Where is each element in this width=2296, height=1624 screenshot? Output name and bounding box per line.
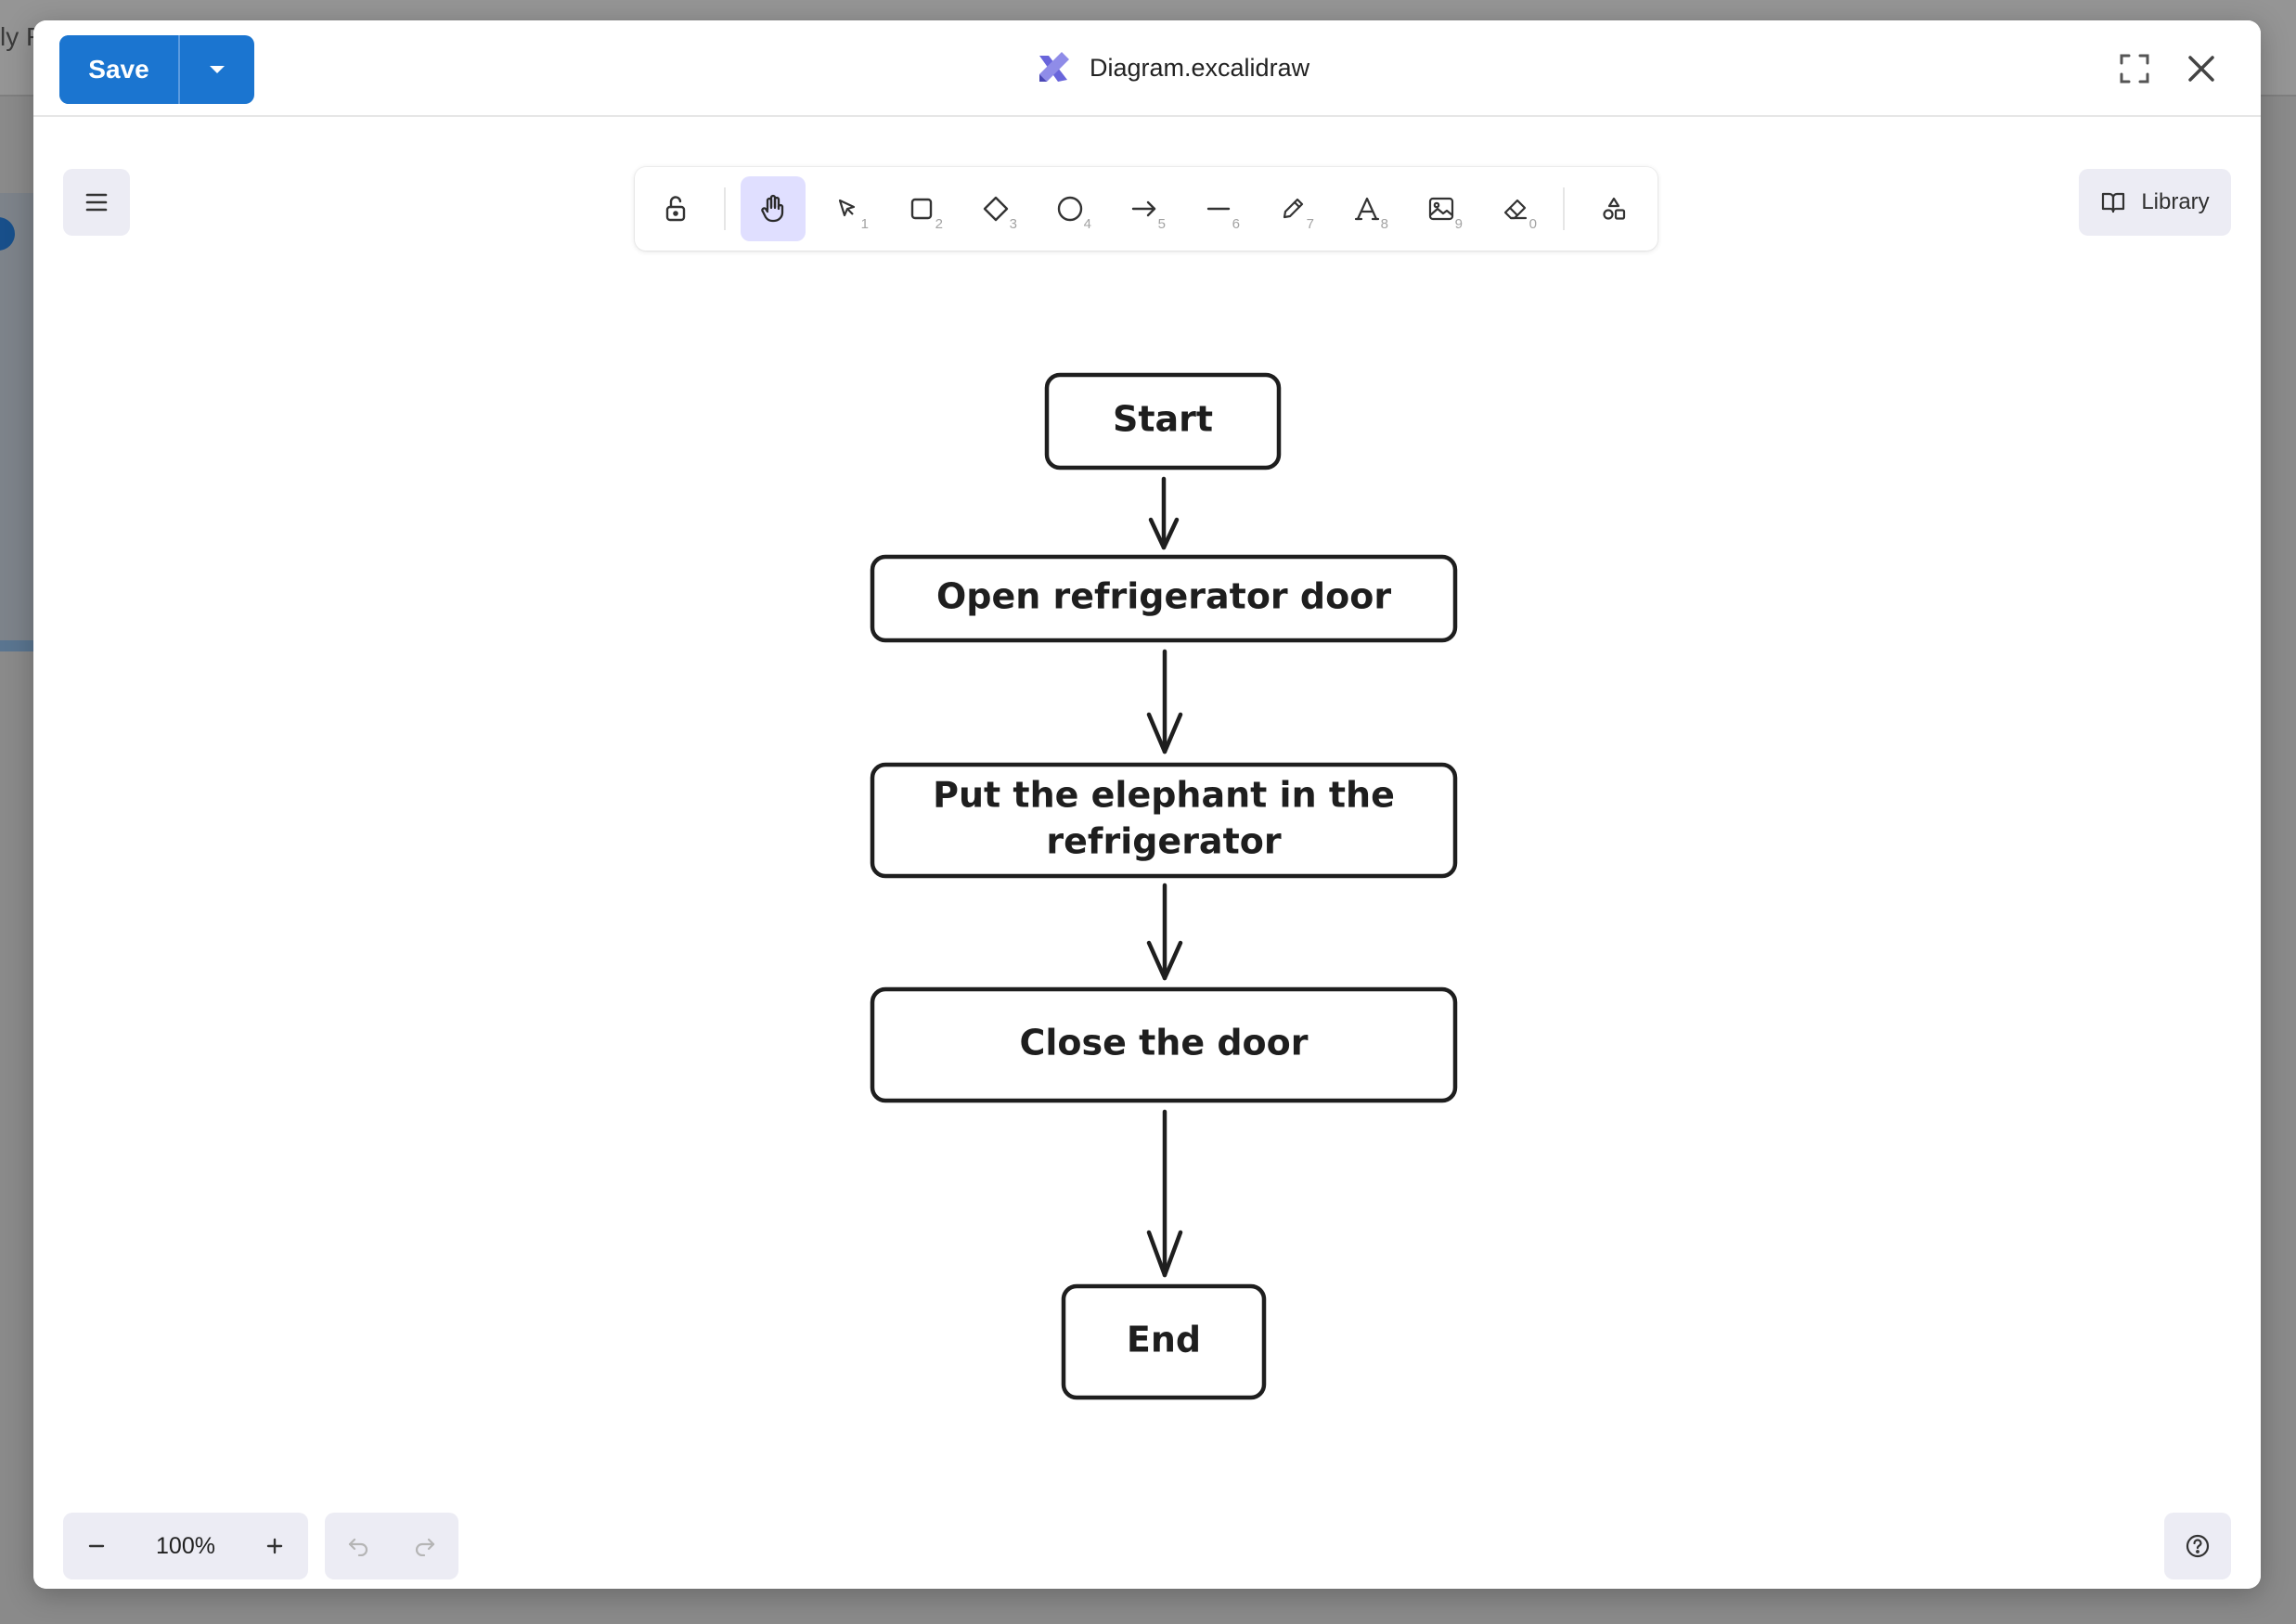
tool-shortcut: 7 <box>1306 216 1314 232</box>
tool-draw[interactable]: 7 <box>1260 176 1325 241</box>
redo-icon <box>415 1538 435 1556</box>
pointer-icon <box>838 199 856 217</box>
arrow-right-icon <box>1131 200 1156 217</box>
fullscreen-icon <box>2120 54 2149 84</box>
pencil-icon <box>1283 198 1304 219</box>
toolbar-divider <box>1563 187 1565 230</box>
redo-button[interactable] <box>392 1513 458 1579</box>
library-button[interactable]: Library <box>2079 169 2231 236</box>
node-open-door-box[interactable] <box>870 554 1458 643</box>
background-strip <box>0 640 33 651</box>
tool-ellipse[interactable]: 4 <box>1038 176 1103 241</box>
node-close-door-box[interactable] <box>870 986 1458 1103</box>
rectangle-icon <box>910 198 933 220</box>
background-side-panel <box>0 193 33 650</box>
history-controls <box>325 1513 458 1579</box>
shapes-icon <box>1603 197 1626 220</box>
line-icon <box>1206 207 1231 211</box>
hand-icon <box>761 194 784 223</box>
tool-shortcut: 1 <box>860 216 869 232</box>
tool-selection[interactable]: 1 <box>815 176 880 241</box>
tool-text[interactable]: 8 <box>1335 176 1400 241</box>
excalidraw-modal: Save Diagram.excalidraw <box>33 20 2261 1589</box>
arrow-open-to-put[interactable] <box>1146 649 1183 754</box>
node-start-box[interactable] <box>1044 372 1282 470</box>
file-name: Diagram.excalidraw <box>1090 53 1310 82</box>
tool-extra-tools[interactable] <box>1581 176 1646 241</box>
zoom-level[interactable]: 100% <box>156 1532 215 1559</box>
node-start-label: Start <box>1113 399 1213 440</box>
caret-down-icon <box>210 66 225 73</box>
arrow-start-to-open[interactable] <box>1148 476 1180 550</box>
save-dropdown-button[interactable] <box>180 35 254 104</box>
tool-shortcut: 8 <box>1380 216 1388 232</box>
node-open-door-label: Open refrigerator door <box>936 576 1391 617</box>
zoom-in-button[interactable] <box>241 1513 308 1579</box>
save-button[interactable]: Save <box>59 35 178 104</box>
node-put-elephant-label-line2: refrigerator <box>1046 821 1281 862</box>
undo-icon <box>348 1538 368 1556</box>
file-title: Diagram.excalidraw <box>1034 45 1309 91</box>
plus-icon <box>266 1538 283 1554</box>
node-put-elephant-label-line1: Put the elephant in the <box>933 775 1395 816</box>
zoom-controls: 100% <box>63 1513 308 1579</box>
node-end-label: End <box>1127 1320 1201 1360</box>
tool-image[interactable]: 9 <box>1409 176 1474 241</box>
toolbar-divider <box>724 187 726 230</box>
flowchart-diagram: Start Open refrigerator door Put the ele… <box>870 372 1458 1400</box>
minus-icon <box>88 1544 105 1548</box>
help-button[interactable] <box>2164 1513 2231 1579</box>
undo-button[interactable] <box>325 1513 392 1579</box>
help-icon <box>2186 1534 2210 1558</box>
circle-icon <box>1057 196 1083 222</box>
arrow-close-to-end[interactable] <box>1146 1109 1183 1278</box>
fullscreen-button[interactable] <box>2116 50 2153 87</box>
save-button-group: Save <box>59 35 254 104</box>
tool-shortcut: 0 <box>1529 216 1537 232</box>
zoom-out-button[interactable] <box>63 1513 130 1579</box>
node-end-box[interactable] <box>1061 1283 1267 1400</box>
unlock-icon <box>665 196 686 222</box>
text-icon <box>1354 197 1380 221</box>
node-put-elephant-box[interactable] <box>870 762 1458 879</box>
tool-shortcut: 4 <box>1083 216 1091 232</box>
tool-shortcut: 6 <box>1232 216 1240 232</box>
tool-eraser[interactable]: 0 <box>1483 176 1548 241</box>
tool-line[interactable]: 6 <box>1186 176 1251 241</box>
eraser-icon <box>1503 199 1528 220</box>
tool-hand[interactable] <box>741 176 806 241</box>
drawing-canvas[interactable]: Start Open refrigerator door Put the ele… <box>33 119 2261 1589</box>
image-icon <box>1428 197 1454 221</box>
node-close-door-label: Close the door <box>1019 1023 1308 1063</box>
modal-header: Save Diagram.excalidraw <box>33 20 2261 117</box>
tool-diamond[interactable]: 3 <box>963 176 1028 241</box>
tool-shortcut: 3 <box>1009 216 1017 232</box>
arrow-put-to-close[interactable] <box>1146 883 1183 981</box>
save-divider <box>178 35 180 104</box>
hamburger-menu-icon <box>85 193 108 212</box>
close-icon <box>2188 56 2214 82</box>
tool-lock[interactable] <box>643 176 708 241</box>
library-label: Library <box>2141 189 2210 214</box>
main-menu-button[interactable] <box>63 169 130 236</box>
tool-shortcut: 9 <box>1454 216 1463 232</box>
excalidraw-logo-icon <box>1039 52 1069 82</box>
close-button[interactable] <box>2183 50 2220 87</box>
tool-arrow[interactable]: 5 <box>1112 176 1177 241</box>
background-badge <box>0 217 15 251</box>
tool-shortcut: 5 <box>1157 216 1166 232</box>
diamond-icon <box>983 196 1009 222</box>
book-icon <box>2102 192 2125 213</box>
tool-shortcut: 2 <box>935 216 943 232</box>
shapes-toolbar: 1 2 3 4 5 6 7 <box>635 167 1658 251</box>
tool-rectangle[interactable]: 2 <box>889 176 954 241</box>
